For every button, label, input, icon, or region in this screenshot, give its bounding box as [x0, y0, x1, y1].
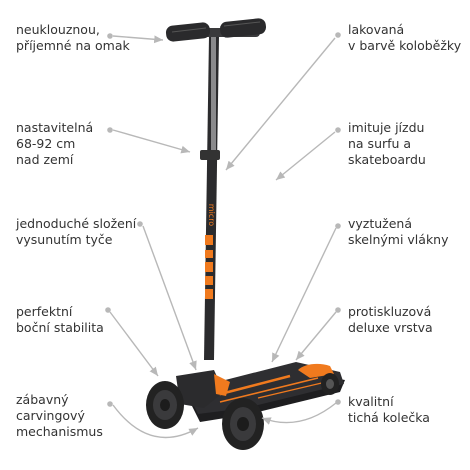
front-right-wheel: [222, 398, 264, 450]
deck-stripe: [219, 377, 319, 403]
leader-height: [112, 129, 191, 154]
rear-wheel-hub: [326, 379, 334, 389]
leader-stability: [109, 311, 159, 377]
rear-fender: [298, 363, 334, 378]
callout-stability: perfektní boční stabilita: [16, 304, 104, 335]
leader-lines: [105, 32, 341, 439]
right-grip: [219, 18, 267, 38]
callout-surf: imituje jízdu na surfu a skateboardu: [348, 120, 426, 167]
leader-carving: [112, 404, 199, 439]
leader-antislip: [295, 311, 337, 361]
grip-texture: [171, 21, 261, 33]
callout-folding: jednoduché složení vysunutím tyče: [16, 216, 137, 247]
callout-carving: zábavný carvingový mechanismus: [16, 392, 103, 439]
callout-antislip: protiskluzová deluxe vrstva: [348, 304, 433, 335]
leader-paint: [225, 37, 336, 171]
scooter: micro: [146, 18, 345, 450]
leader-fiberglass: [271, 227, 337, 363]
callout-height: nastavitelná 68-92 cm nad zemí: [16, 120, 94, 167]
deck-stripe: [257, 380, 331, 399]
tube-brand-text: micro: [207, 204, 216, 227]
leader-surf: [275, 131, 336, 181]
left-grip: [165, 22, 211, 42]
front-left-wheel: [146, 381, 184, 429]
tube-logo: [205, 235, 213, 299]
callout-grips: neuklouznou, příjemné na omak: [16, 22, 130, 53]
carving-mechanism: [176, 370, 224, 408]
callout-paint: lakovaná v barvě koloběžky: [348, 22, 462, 53]
leader-wheels: [261, 402, 337, 425]
callout-wheels: kvalitní tichá kolečka: [348, 394, 430, 425]
leader-grips: [112, 35, 164, 44]
t-bar-stem: [211, 36, 216, 156]
front-accent: [214, 374, 230, 396]
callout-fiberglass: vyztužená skelnými vlákny: [348, 216, 449, 247]
height-clamp: [200, 150, 220, 160]
leader-folding: [142, 225, 197, 371]
